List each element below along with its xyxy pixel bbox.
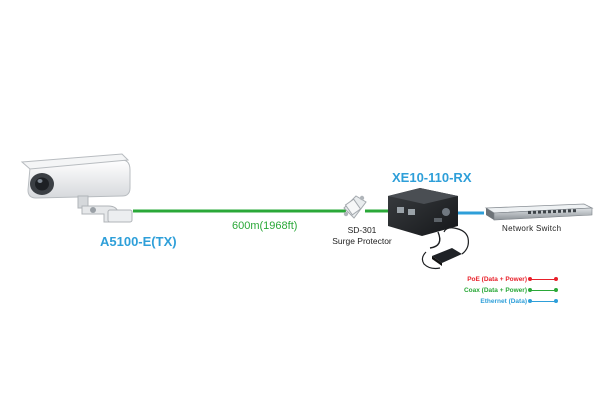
legend-item-coax: Coax (Data + Power)	[463, 287, 558, 294]
surge-model-label: SD-301	[347, 225, 377, 235]
network-switch-icon	[484, 203, 594, 221]
surge-protector-label: SD-301 Surge Protector	[322, 225, 402, 247]
legend-label: Ethernet (Data)	[480, 298, 527, 305]
camera-label: A5100-E(TX)	[100, 234, 177, 249]
legend-item-poe: PoE (Data + Power)	[467, 276, 558, 283]
receiver-box-icon	[388, 188, 458, 236]
legend-swatch-line	[528, 288, 558, 292]
surge-protector-icon	[343, 195, 367, 219]
cable-length-label: 600m(1968ft)	[232, 220, 298, 232]
legend-swatch-line	[528, 299, 558, 303]
legend-label: PoE (Data + Power)	[467, 276, 527, 283]
camera-icon	[20, 153, 133, 223]
legend-label: Coax (Data + Power)	[463, 287, 527, 294]
legend-item-ethernet: Ethernet (Data)	[480, 298, 558, 305]
power-adapter-icon	[421, 227, 469, 270]
legend-swatch-line	[528, 277, 558, 281]
surge-name-label: Surge Protector	[332, 236, 392, 246]
receiver-label: XE10-110-RX	[392, 170, 472, 185]
switch-label: Network Switch	[502, 224, 562, 233]
